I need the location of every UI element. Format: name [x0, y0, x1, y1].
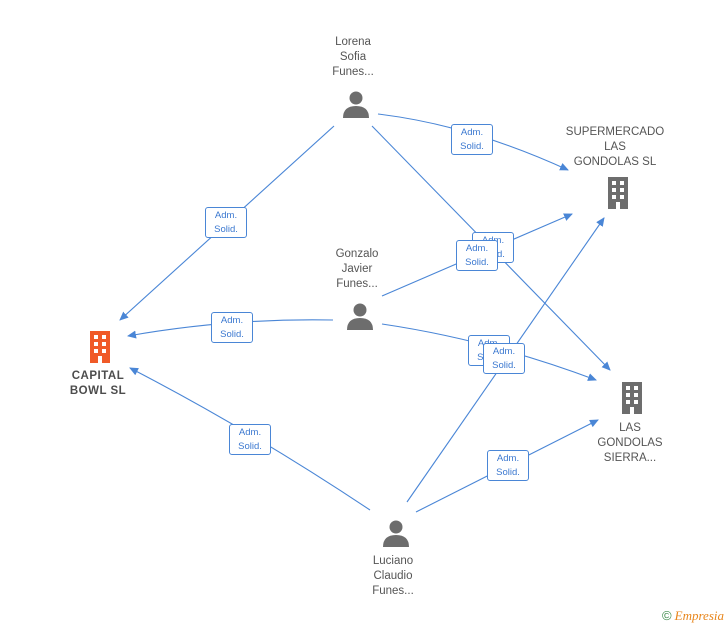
node-label-line: Luciano	[372, 555, 414, 567]
node-label-line: Funes...	[336, 278, 378, 290]
relation-badge[interactable]: Adm. Solid.	[205, 207, 247, 238]
relation-badge[interactable]: Adm. Solid.	[451, 124, 493, 155]
badge-line-1: Adm.	[220, 315, 244, 326]
node-label-line: Lorena	[335, 36, 371, 48]
node-label-line: Sofia	[339, 51, 367, 63]
node-label-line: Funes...	[332, 66, 374, 78]
node-label-line: Funes...	[372, 585, 414, 597]
node-label-gonzalo[interactable]: Gonzalo Javier Funes...	[297, 247, 417, 292]
relation-badge[interactable]: Adm. Solid.	[487, 450, 529, 481]
copyright-icon: ©	[661, 608, 672, 623]
relation-badge[interactable]: Adm. Solid.	[229, 424, 271, 455]
badge-line-2: Solid.	[492, 360, 516, 371]
badge-line-2: Solid.	[220, 329, 244, 340]
badge-line-2: Solid.	[214, 224, 238, 235]
badge-line-2: Solid.	[465, 257, 489, 268]
badge-line-2: Solid.	[496, 467, 520, 478]
brand-name[interactable]: Empresia	[674, 608, 724, 623]
person-icon-luciano[interactable]	[381, 518, 411, 548]
relation-badge[interactable]: Adm. Solid.	[456, 240, 498, 271]
node-label-capital[interactable]: CAPITAL BOWL SL	[38, 369, 158, 399]
node-label-luciano[interactable]: Luciano Claudio Funes...	[333, 554, 453, 599]
node-label-lorena[interactable]: Lorena Sofia Funes...	[293, 35, 413, 80]
node-label-line: BOWL SL	[69, 385, 127, 397]
node-label-line: SIERRA...	[603, 452, 657, 464]
badge-line-1: Adm.	[492, 346, 516, 357]
node-label-line: Claudio	[373, 570, 413, 582]
building-icon-capital[interactable]	[85, 330, 115, 364]
building-icon-gondolas-sierra[interactable]	[617, 381, 647, 415]
node-label-line: LAS	[619, 422, 641, 434]
badge-line-1: Adm.	[496, 453, 520, 464]
relation-badge[interactable]: Adm. Solid.	[483, 343, 525, 374]
badge-line-2: Solid.	[238, 441, 262, 452]
node-label-line: SUPERMERCADO	[565, 126, 665, 138]
node-label-gondolas-sierra[interactable]: LAS GONDOLAS SIERRA...	[570, 421, 690, 466]
building-icon-supermercado[interactable]	[603, 176, 633, 210]
footer-brand: © Empresia	[662, 608, 724, 624]
badge-line-1: Adm.	[238, 427, 262, 438]
relation-badge[interactable]: Adm. Solid.	[211, 312, 253, 343]
node-label-line: Gonzalo	[335, 248, 379, 260]
node-label-line: GONDOLAS SL	[573, 156, 657, 168]
badge-line-1: Adm.	[465, 243, 489, 254]
node-label-line: GONDOLAS	[597, 437, 663, 449]
node-label-supermercado[interactable]: SUPERMERCADO LAS GONDOLAS SL	[555, 125, 675, 170]
node-label-line: CAPITAL	[71, 370, 125, 382]
node-label-line: LAS	[604, 141, 626, 153]
badge-line-1: Adm.	[460, 127, 484, 138]
person-icon-gonzalo[interactable]	[345, 301, 375, 331]
node-label-line: Javier	[341, 263, 373, 275]
badge-line-2: Solid.	[460, 141, 484, 152]
badge-line-1: Adm.	[214, 210, 238, 221]
person-icon-lorena[interactable]	[341, 89, 371, 119]
